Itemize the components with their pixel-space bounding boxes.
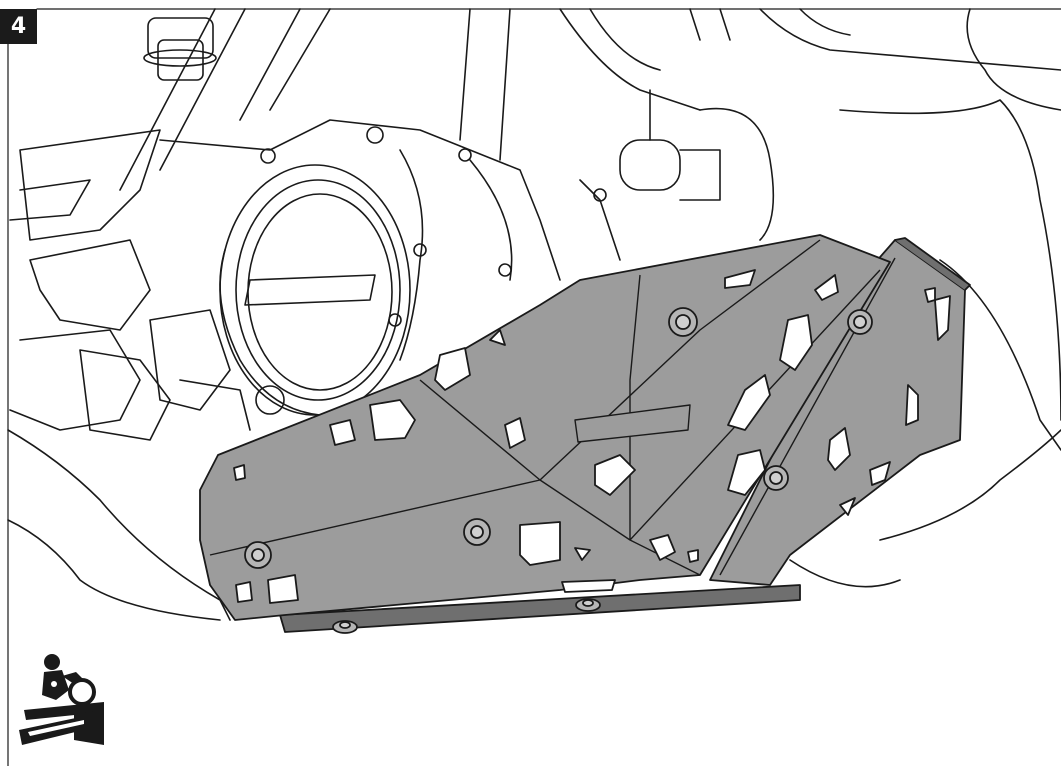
skid-plate: [199, 234, 971, 634]
step-number-badge: 4: [0, 9, 37, 44]
step-number: 4: [10, 14, 27, 39]
workshop-mechanic-icon: [14, 650, 114, 755]
